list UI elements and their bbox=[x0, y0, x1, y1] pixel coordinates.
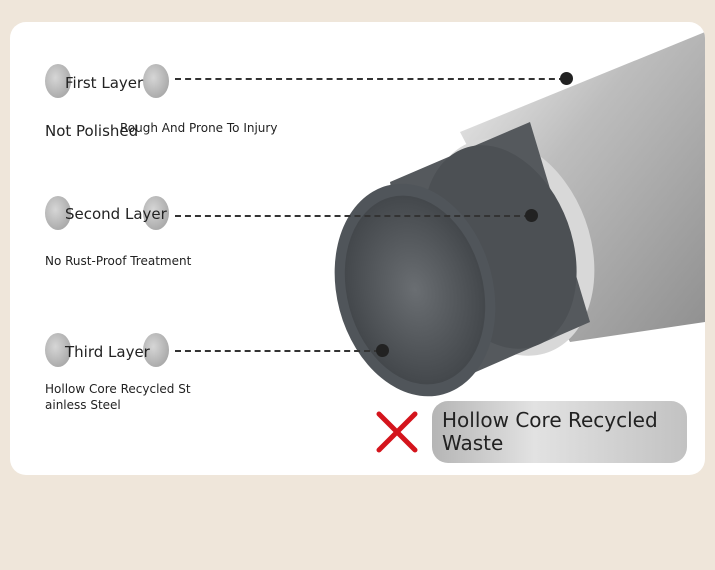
knob-icon bbox=[45, 64, 71, 98]
product-card: First Layer Not Polished Rough And Prone… bbox=[10, 22, 705, 475]
cross-icon bbox=[376, 411, 418, 453]
knob-icon bbox=[45, 196, 71, 230]
leader-dot bbox=[560, 72, 573, 85]
layer-2-desc: No Rust-Proof Treatment bbox=[45, 254, 192, 268]
knob-icon bbox=[45, 333, 71, 367]
knob-icon bbox=[143, 196, 169, 230]
leader-line bbox=[175, 78, 565, 80]
knob-icon bbox=[143, 333, 169, 367]
leader-line bbox=[175, 350, 380, 352]
layer-1-label: First Layer bbox=[65, 74, 144, 92]
layer-2-label: Second Layer bbox=[65, 205, 167, 223]
layer-3-desc-2: ainless Steel bbox=[45, 398, 121, 412]
knob-icon bbox=[143, 64, 169, 98]
leader-dot bbox=[376, 344, 389, 357]
leader-dot bbox=[525, 209, 538, 222]
layer-3-desc: Hollow Core Recycled St bbox=[45, 382, 191, 396]
leader-line bbox=[175, 215, 530, 217]
layer-1-desc-2: Rough And Prone To Injury bbox=[120, 121, 278, 135]
warning-badge: Hollow Core Recycled Waste bbox=[432, 401, 687, 463]
pipe-illustration bbox=[334, 32, 705, 397]
layer-1-desc: Not Polished bbox=[45, 122, 139, 140]
layer-3-label: Third Layer bbox=[65, 343, 150, 361]
